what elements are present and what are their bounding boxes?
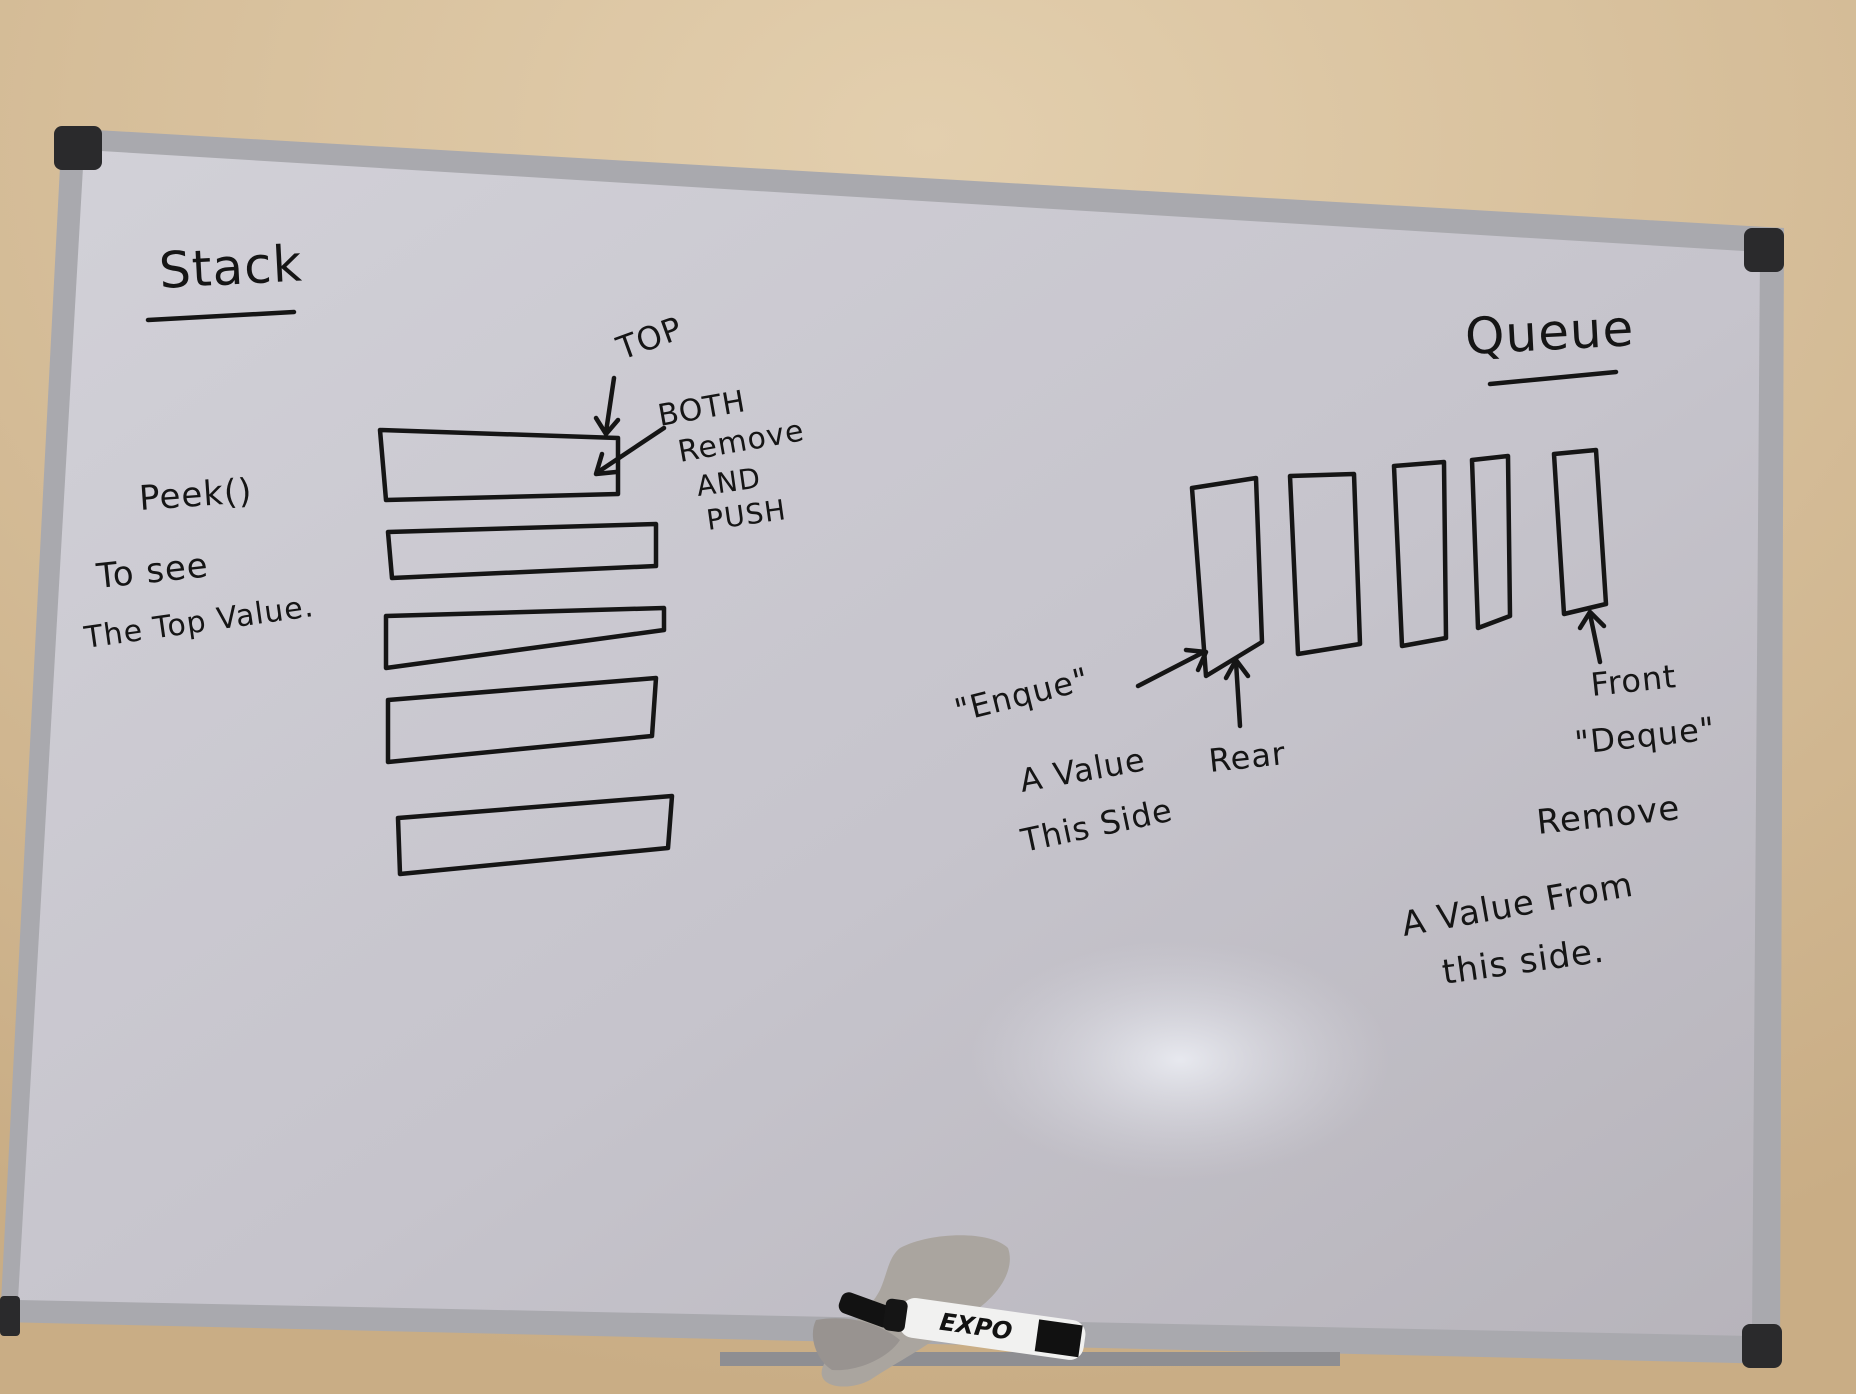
enque-arrowhead (1183, 647, 1209, 673)
top-arrowhead (593, 415, 621, 437)
corner-cap (0, 1296, 20, 1336)
stack-title-underline (145, 309, 297, 323)
enque-arrow (1135, 649, 1207, 689)
front-arrow (1587, 611, 1603, 665)
both-arrowhead (593, 451, 619, 477)
queue-slot (1287, 471, 1363, 657)
queue-title: Queue (1464, 299, 1636, 366)
both-arrow (595, 425, 667, 475)
corner-cap (1742, 1324, 1782, 1368)
stack-title: Stack (158, 235, 304, 300)
queue-title-underline (1487, 369, 1619, 387)
stack-slot (385, 521, 659, 581)
top-arrow (603, 375, 617, 435)
queue-rear-label: Rear (1207, 734, 1288, 780)
corner-cap (1744, 228, 1784, 272)
stack-slot (377, 427, 621, 503)
corner-cap (54, 126, 102, 170)
expo-marker-band (1034, 1319, 1083, 1358)
rear-arrow (1233, 659, 1243, 729)
stack-peek-label: Peek() (138, 471, 254, 519)
queue-front-label: Front (1589, 657, 1678, 704)
front-arrowhead (1577, 609, 1607, 631)
queue-slot (1551, 447, 1609, 617)
stack-slot (383, 605, 667, 671)
light-glare (970, 940, 1390, 1180)
expo-marker-cap (882, 1298, 908, 1332)
eraser-cloth-fold (812, 1318, 900, 1371)
expo-marker[interactable]: EXPO (882, 1294, 1088, 1362)
queue-slot (1391, 459, 1449, 649)
queue-slot (1189, 475, 1265, 679)
stack-slot (385, 675, 659, 765)
stack-slot (395, 793, 675, 877)
queue-slot (1469, 453, 1513, 631)
black-marker[interactable] (836, 1290, 896, 1330)
rear-arrowhead (1223, 657, 1251, 681)
